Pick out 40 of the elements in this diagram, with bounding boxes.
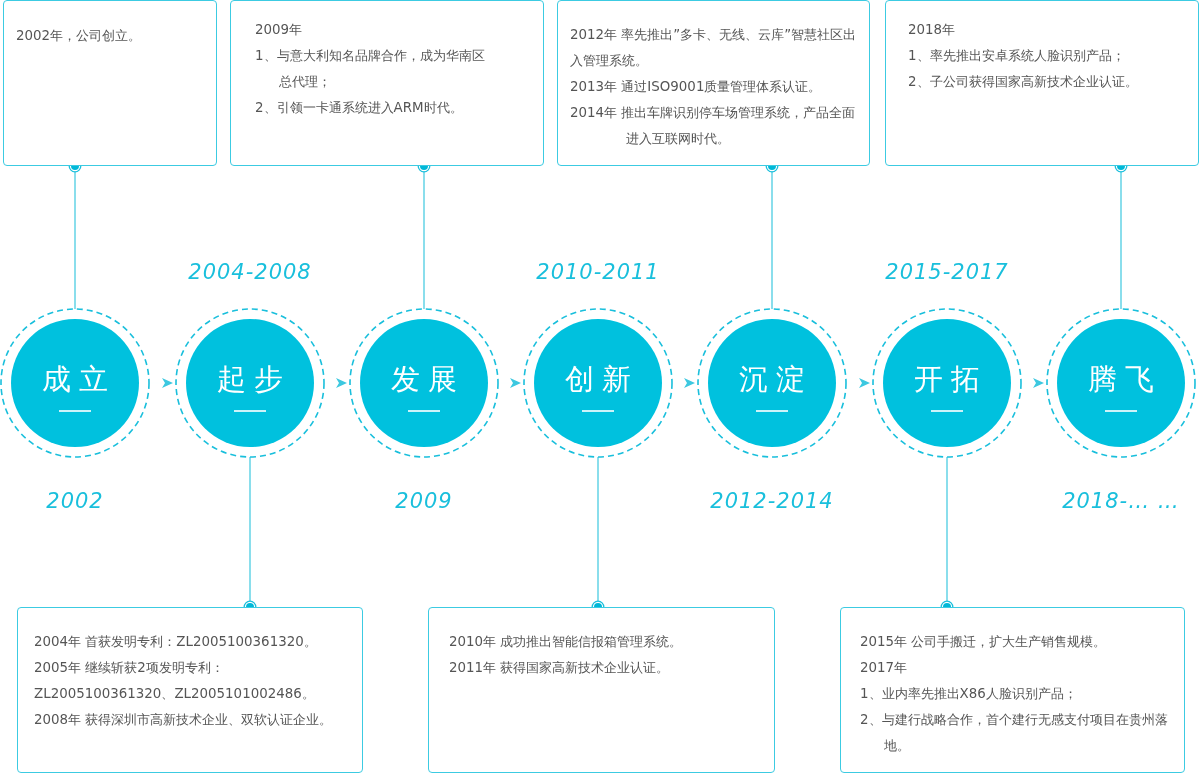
stage-title: 腾飞 — [1087, 362, 1163, 396]
stage-title: 成立 — [41, 362, 117, 396]
milestone-text: 2、引领一卡通系统进入ARM时代。 — [255, 99, 464, 117]
milestone-card — [17, 607, 363, 773]
milestone-text: 2015年 公司手搬迁，扩大生产销售规模。 — [860, 633, 1108, 651]
milestone-text: 2011年 获得国家高新技术企业认证。 — [449, 659, 671, 677]
milestone-text: 2013年 通过ISO9001质量管理体系认证。 — [570, 78, 823, 96]
stage-title: 开拓 — [913, 362, 989, 396]
milestone-text: 2010年 成功推出智能信报箱管理系统。 — [449, 633, 684, 651]
milestone-text: 1、率先推出安卓系统人脸识别产品； — [908, 47, 1126, 65]
milestone-text: 2012年 率先推出”多卡、无线、云库”智慧社区出入管理系统。 — [570, 26, 858, 70]
milestone-text: 2、子公司获得国家高新技术企业认证。 — [908, 73, 1139, 91]
milestone-card — [428, 607, 775, 773]
milestone-text: 1、业内率先推出X86人脸识别产品； — [860, 685, 1078, 703]
milestone-text: 2、与建行战略合作，首个建行无感支付项目在贵州落地。 — [860, 711, 1169, 755]
year-label: 2012-2014 — [710, 489, 834, 513]
year-label: 2010-2011 — [536, 260, 660, 284]
milestone-text: 2005年 继续斩获2项发明专利：ZL2005100361320、ZL2005101002486。 — [34, 659, 316, 703]
milestone-card — [230, 0, 544, 166]
milestone-card — [557, 0, 870, 166]
milestone-text: 2004年 首获发明专利：ZL2005100361320。 — [34, 633, 318, 651]
milestone-card — [840, 607, 1185, 773]
milestone-text: 2014年 推出车牌识别停车场管理系统，产品全面进入互联网时代。 — [570, 104, 857, 148]
milestone-text: 2009年 — [255, 21, 304, 39]
stage-title: 创新 — [564, 362, 640, 396]
year-label: 2004-2008 — [188, 260, 312, 284]
stage-title: 起步 — [216, 362, 292, 396]
milestone-card — [885, 0, 1199, 166]
milestone-text: 2018年 — [908, 21, 957, 39]
milestone-text: 2008年 获得深圳市高新技术企业、双软认证企业。 — [34, 711, 334, 729]
stage-title: 沉淀 — [738, 362, 814, 396]
milestone-text: 2017年 — [860, 659, 909, 677]
year-label: 2002 — [46, 489, 104, 513]
year-label: 2015-2017 — [885, 260, 1009, 284]
year-label: 2018-… … — [1062, 489, 1180, 513]
milestone-text: 1、与意大利知名品牌合作，成为华南区总代理； — [255, 47, 486, 91]
milestone-text: 2002年，公司创立。 — [16, 27, 143, 45]
stage-title: 发展 — [390, 362, 466, 396]
milestone-card — [3, 0, 217, 166]
year-label: 2009 — [395, 489, 453, 513]
